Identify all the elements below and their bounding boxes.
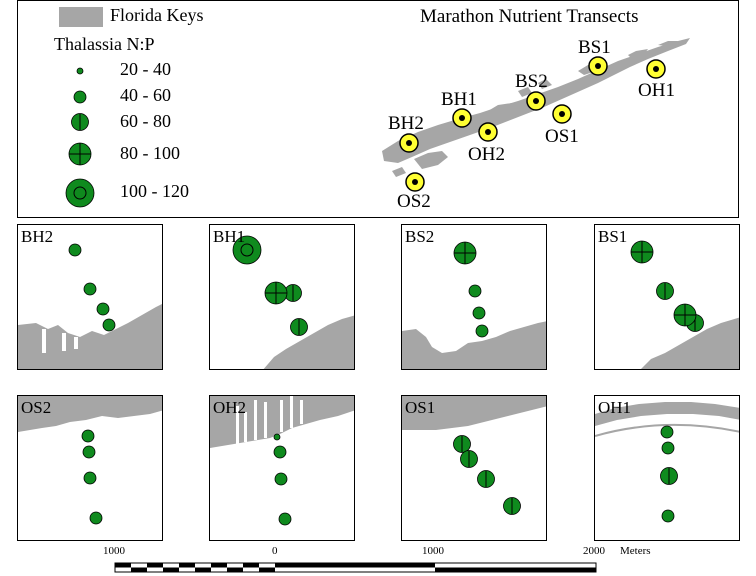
scale-label-1000-left: 1000: [103, 545, 125, 557]
station-marker-bs2: [526, 91, 546, 111]
panel-os1-svg: [402, 396, 546, 515]
np-symbol: [81, 429, 95, 443]
overview-svg: [59, 7, 690, 208]
scale-bar-segments: [115, 563, 596, 572]
legend-class-2: 40 - 60: [120, 85, 171, 105]
panel-bs2-svg: [402, 241, 546, 369]
panel-bh2: BH2: [17, 224, 163, 370]
station-marker-oh1: [646, 59, 666, 79]
legend-class-4: 80 - 100: [120, 143, 180, 163]
legend-class-3: 60 - 80: [120, 111, 171, 131]
np-symbol: [82, 445, 96, 459]
panel-bh1-svg: [232, 235, 354, 369]
np-symbol: [472, 306, 486, 320]
np-symbol: [278, 512, 292, 526]
panel-label-bs1: BS1: [598, 227, 628, 246]
panel-label-os2: OS2: [21, 398, 52, 417]
np-symbol: [453, 241, 477, 265]
np-symbol: [656, 282, 674, 300]
panel-bs1: BS1: [594, 224, 740, 370]
np-symbol: [503, 497, 521, 515]
map-title: Marathon Nutrient Transects: [420, 6, 639, 27]
np-symbol: [673, 303, 697, 327]
panel-oh1: OH1: [594, 395, 740, 541]
panel-os2: OS2: [17, 395, 163, 541]
scale-label-1000-right: 1000: [422, 545, 444, 557]
np-symbol: [477, 470, 495, 488]
scale-units: Meters: [620, 545, 651, 557]
np-symbol: [661, 509, 675, 523]
legend-symbol-4: [68, 142, 92, 166]
np-symbol: [273, 445, 287, 459]
panel-bs2: BS2: [401, 224, 547, 370]
station-label-oh1: OH1: [638, 80, 675, 101]
np-symbol: [83, 282, 97, 296]
np-symbol: [660, 425, 674, 439]
np-symbol: [660, 467, 678, 485]
np-symbol: [468, 284, 482, 298]
station-marker-os2: [405, 172, 425, 192]
np-symbol: [89, 511, 103, 525]
panel-bh1: BH1: [209, 224, 355, 370]
panel-os2-svg: [18, 396, 162, 525]
station-label-bh1: BH1: [441, 89, 477, 110]
np-symbol: [630, 240, 654, 264]
panel-oh2-svg: [210, 396, 354, 526]
station-label-bs1: BS1: [578, 37, 611, 58]
panel-label-oh2: OH2: [213, 398, 247, 417]
np-symbol: [83, 471, 97, 485]
np-symbol: [453, 435, 471, 453]
np-symbol: [475, 324, 489, 338]
legend-land-swatch: [59, 7, 103, 27]
legend-symbol-5: [65, 178, 95, 208]
legend-class-5: 100 - 120: [120, 181, 189, 201]
legend-class-1: 20 - 40: [120, 59, 171, 79]
np-symbol: [102, 318, 116, 332]
legend-title: Thalassia N:P: [54, 34, 155, 54]
np-symbol: [290, 318, 308, 336]
station-label-bh2: BH2: [388, 113, 424, 134]
panel-bs1-svg: [630, 240, 739, 369]
panel-label-bh1: BH1: [213, 227, 246, 246]
scale-label-2000: 2000: [583, 545, 605, 557]
panel-os1: OS1: [401, 395, 547, 541]
station-marker-bs1: [588, 56, 608, 76]
station-label-os2: OS2: [397, 191, 431, 212]
legend-land-label: Florida Keys: [110, 5, 204, 25]
station-label-oh2: OH2: [468, 144, 505, 165]
panel-label-bs2: BS2: [405, 227, 435, 246]
station-marker-bh2: [399, 133, 419, 153]
station-label-bs2: BS2: [515, 71, 548, 92]
np-symbol: [96, 302, 110, 316]
panel-oh2: OH2: [209, 395, 355, 541]
np-symbol: [460, 450, 478, 468]
panel-oh1-svg: [595, 402, 739, 523]
np-symbol: [661, 441, 675, 455]
np-symbol: [273, 433, 281, 441]
station-marker-os1: [552, 104, 572, 124]
panel-label-oh1: OH1: [598, 398, 632, 417]
scale-label-0: 0: [272, 545, 278, 557]
station-marker-oh2: [478, 122, 498, 142]
legend-symbol-1: [76, 67, 84, 75]
panel-label-os1: OS1: [405, 398, 436, 417]
station-marker-bh1: [452, 108, 472, 128]
station-label-os1: OS1: [545, 126, 579, 147]
np-symbol: [232, 235, 262, 265]
station-markers: [399, 56, 666, 192]
legend-symbol-2: [73, 90, 87, 104]
np-symbol: [68, 243, 82, 257]
panel-bh2-svg: [18, 243, 162, 369]
panel-label-bh2: BH2: [21, 227, 54, 246]
np-symbol: [264, 281, 288, 305]
overview-map: Florida Keys Thalassia N:P 20 - 40 40 - …: [17, 0, 739, 218]
np-symbol: [274, 472, 288, 486]
legend-symbol-3: [71, 113, 89, 131]
